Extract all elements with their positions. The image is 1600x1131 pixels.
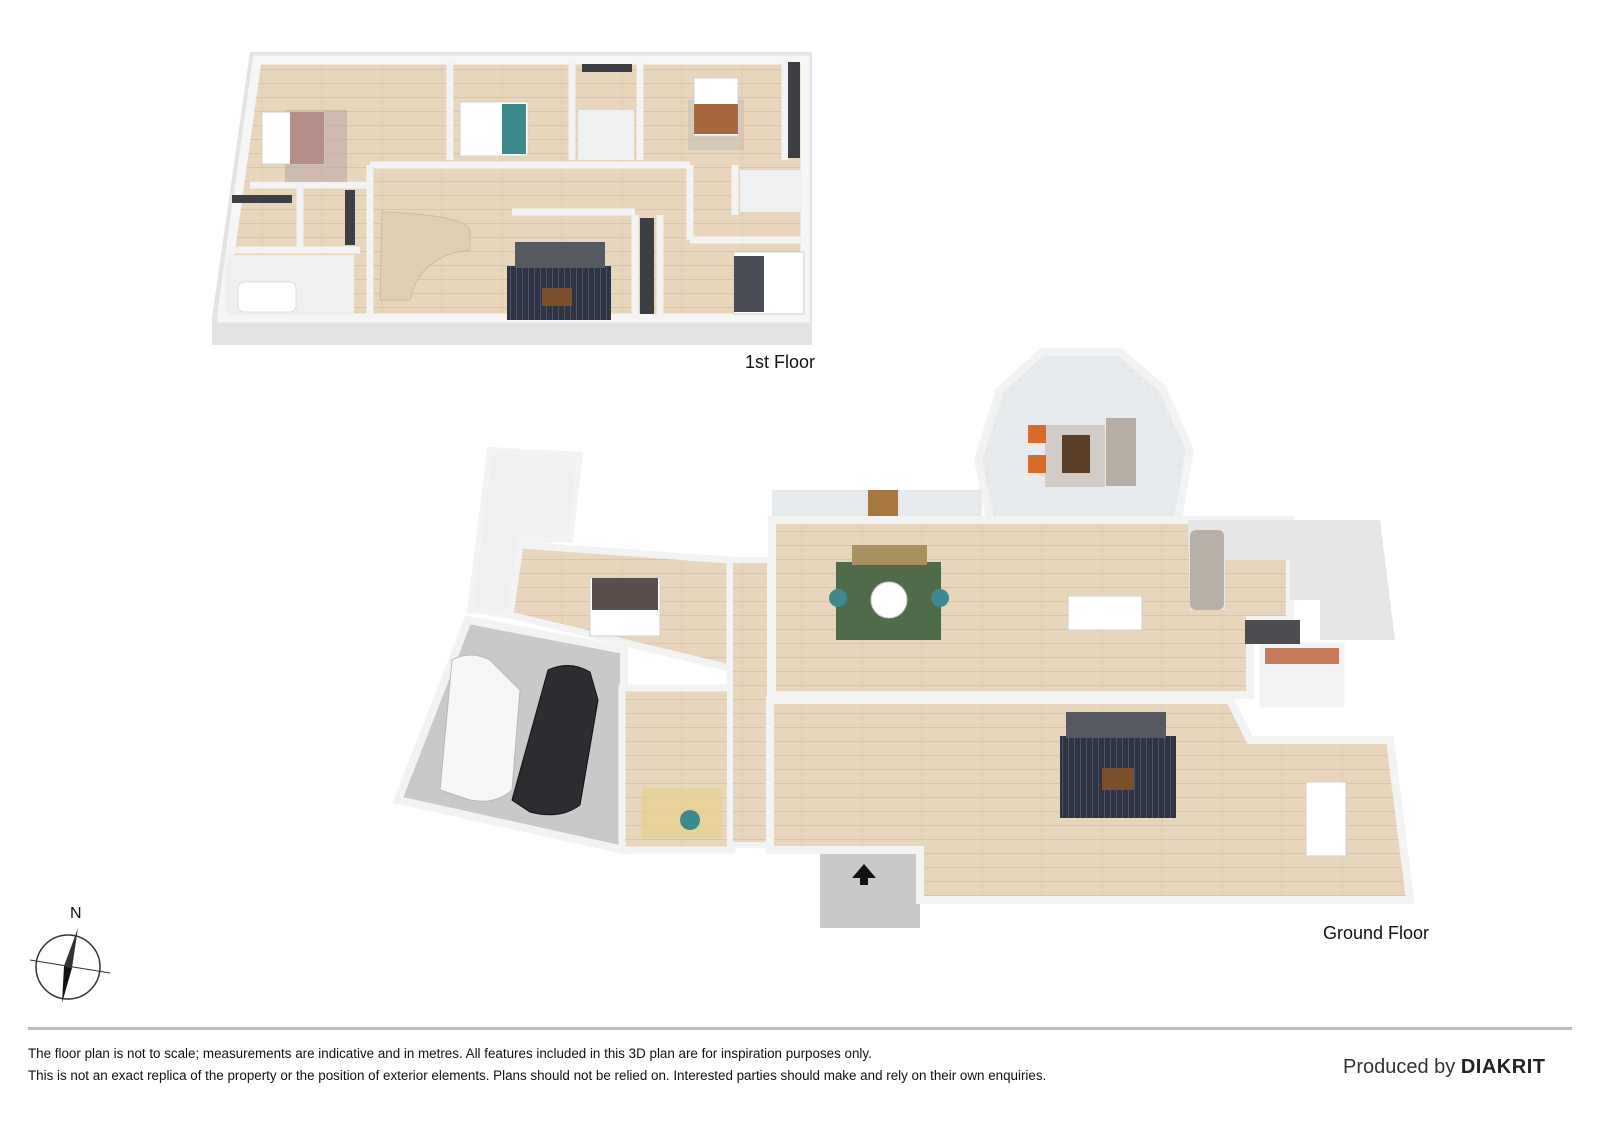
producer-credit: Produced by DIAKRIT	[1343, 1056, 1545, 1079]
kitchen-island	[1190, 530, 1224, 610]
credit-brand-logo: DIAKRIT	[1460, 1056, 1546, 1078]
wardrobes	[232, 62, 800, 314]
family-sofa	[852, 545, 927, 565]
credit-prefix: Produced by	[1343, 1056, 1456, 1078]
lounge-sofa	[1066, 712, 1166, 738]
bed-2-throw	[502, 104, 526, 154]
terrace-table	[868, 490, 898, 518]
formal-dining-table	[1305, 781, 1347, 857]
armchair-1	[1028, 425, 1046, 443]
dining-table	[1067, 595, 1143, 631]
coffee-table	[542, 288, 572, 306]
first-floor-bathroom-2	[740, 170, 802, 212]
first-floor-ensuite	[578, 110, 634, 160]
car-white	[439, 654, 521, 802]
first-floor-plan	[212, 52, 812, 345]
first-floor-staircase	[379, 211, 471, 301]
lounge-coffee-table	[1102, 768, 1134, 790]
footer-divider	[28, 1027, 1572, 1030]
bed-4-throw	[734, 256, 764, 312]
kitchen	[1188, 520, 1395, 640]
car-dark	[511, 665, 599, 816]
guest-bed-throw	[592, 578, 658, 610]
disclaimer-line-2: This is not an exact replica of the prop…	[28, 1068, 1047, 1083]
chair-teal-1	[829, 589, 847, 607]
laundry-bench	[1265, 648, 1339, 664]
bathtub	[237, 281, 297, 313]
conservatory-sofa	[1106, 418, 1136, 486]
bed-3-throw	[694, 104, 738, 134]
compass-rose-icon	[29, 928, 111, 1003]
study-rug	[642, 788, 722, 838]
garage-wall	[392, 615, 628, 855]
armchair-2	[1028, 455, 1046, 473]
hallway	[727, 557, 773, 848]
compass-north-label: N	[70, 905, 82, 922]
study-chair	[680, 810, 700, 830]
entry-porch	[820, 850, 920, 928]
round-table	[870, 581, 908, 619]
ground-floor-label: Ground Floor	[1323, 923, 1430, 943]
first-floor-inner-walls	[230, 60, 805, 318]
ground-floor-plan	[392, 348, 1415, 928]
oven	[1245, 620, 1300, 644]
bed-throw	[290, 112, 324, 164]
sofa	[515, 242, 605, 268]
first-floor-outer-wall	[217, 55, 810, 323]
conservatory-table	[1062, 435, 1090, 473]
chair-teal-2	[931, 589, 949, 607]
entry-arrow-icon	[852, 864, 876, 885]
first-floor-label: 1st Floor	[745, 352, 816, 372]
disclaimer-line-1: The floor plan is not to scale; measurem…	[28, 1046, 872, 1061]
